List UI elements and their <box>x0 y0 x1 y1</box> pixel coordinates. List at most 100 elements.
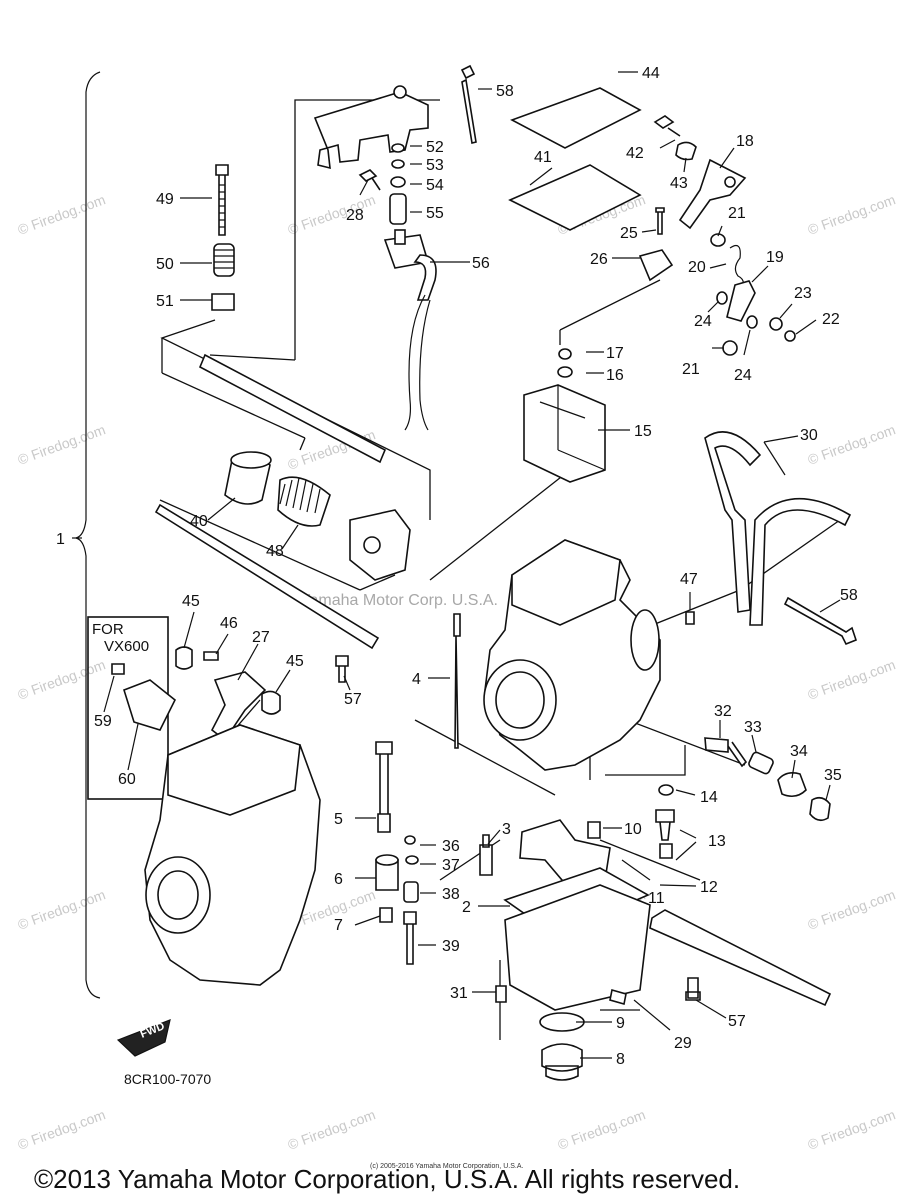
washer-43 <box>675 141 697 161</box>
carburetor-left-chamber <box>167 724 301 816</box>
callout-13: 13 <box>708 833 726 850</box>
spring-48-coils <box>279 477 321 514</box>
vent-hose-30b <box>749 497 852 626</box>
watermark: © Firedog.com <box>556 1106 648 1153</box>
spring-33 <box>748 751 774 775</box>
drain-plug-8 <box>541 1043 583 1081</box>
washer-24-a <box>716 291 728 305</box>
callout-58a: 58 <box>496 83 514 100</box>
bracket-hole <box>393 85 407 99</box>
callout-12: 12 <box>700 879 718 896</box>
watermark: © Firedog.com <box>16 191 108 238</box>
carburetor-left-intake-inner <box>157 870 199 920</box>
callout-35: 35 <box>824 767 842 784</box>
carburetor-right-outlet <box>630 609 660 671</box>
callout-39: 39 <box>442 938 460 955</box>
lever-18-hole <box>724 176 736 188</box>
watermark: © Firedog.com <box>806 656 898 703</box>
callout-30: 30 <box>800 427 818 444</box>
callout-60: 60 <box>118 771 136 788</box>
callout-56: 56 <box>472 255 490 272</box>
callout-5: 5 <box>334 811 343 828</box>
screw-29 <box>609 988 627 1006</box>
plunger-top <box>394 229 406 245</box>
watermark: © Firedog.com <box>806 886 898 933</box>
callout-44: 44 <box>642 65 660 82</box>
bracket-26 <box>638 249 674 282</box>
callout-58b: 58 <box>840 587 858 604</box>
o-ring-36 <box>404 835 416 845</box>
cable-tie-58-top <box>460 64 477 144</box>
callout-36: 36 <box>442 838 460 855</box>
screw-31 <box>495 985 507 1003</box>
callout-43: 43 <box>670 175 688 192</box>
lever-hole <box>363 536 381 554</box>
center-watermark: Yamaha Motor Corp. U.S.A. <box>300 592 498 609</box>
bushing-21-top <box>710 233 726 247</box>
carburetor-right-chamber <box>511 539 621 626</box>
vx600-note: FOR VX600 <box>92 621 149 655</box>
callout-2: 2 <box>462 899 471 916</box>
nut-17 <box>558 348 572 360</box>
screw-57-left <box>335 655 349 683</box>
callout-18: 18 <box>736 133 754 150</box>
screw-42 <box>653 115 681 137</box>
washer-52 <box>391 143 405 153</box>
callout-16: 16 <box>606 367 624 384</box>
callout-54: 54 <box>426 177 444 194</box>
float-valve-13 <box>655 809 675 859</box>
callout-57b: 57 <box>728 1013 746 1030</box>
screw-49 <box>215 164 229 236</box>
spring-50 <box>213 243 235 277</box>
callout-3: 3 <box>502 821 511 838</box>
cap-34 <box>777 772 807 798</box>
needle-4 <box>453 613 461 749</box>
callout-14: 14 <box>700 789 718 806</box>
callout-57a: 57 <box>344 691 362 708</box>
watermark: © Firedog.com <box>16 656 108 703</box>
callout-31: 31 <box>450 985 468 1002</box>
carburetor-right-intake-inner <box>495 671 545 729</box>
watermark: © Firedog.com <box>286 1106 378 1153</box>
callout-27: 27 <box>252 629 270 646</box>
callout-59: 59 <box>94 713 112 730</box>
callout-51: 51 <box>156 293 174 310</box>
screw-10 <box>587 821 601 839</box>
throttle-shaft-rod <box>198 353 387 464</box>
bracket-bar <box>649 909 832 1007</box>
callout-24a: 24 <box>694 313 712 330</box>
fwd-arrow-icon <box>116 1019 171 1057</box>
watermark: © Firedog.com <box>16 421 108 468</box>
watermark: © Firedog.com <box>16 1106 108 1153</box>
callout-32: 32 <box>714 703 732 720</box>
callout-47: 47 <box>680 571 698 588</box>
callout-45a: 45 <box>182 593 200 610</box>
spring-55-body <box>389 193 407 225</box>
callout-29: 29 <box>674 1035 692 1052</box>
callout-19: 19 <box>766 249 784 266</box>
needle-jet-5 <box>375 741 393 833</box>
callout-46: 46 <box>220 615 238 632</box>
bushing-51 <box>211 293 235 311</box>
screw-28 <box>358 169 381 191</box>
callout-23: 23 <box>794 285 812 302</box>
washer-37 <box>405 855 419 865</box>
callout-25: 25 <box>620 225 638 242</box>
vx600-note-line-1: FOR <box>92 621 124 638</box>
holder-6-top <box>375 854 399 866</box>
washer-16 <box>557 366 573 378</box>
washer-53 <box>391 159 405 169</box>
callout-10: 10 <box>624 821 642 838</box>
lever-27 <box>210 671 267 742</box>
callout-34: 34 <box>790 743 808 760</box>
diagram-code: 8CR100-7070 <box>124 1071 211 1087</box>
washer-45-b <box>261 690 281 715</box>
callout-9: 9 <box>616 1015 625 1032</box>
o-ring-14 <box>658 784 674 796</box>
cap-35 <box>809 796 831 822</box>
callout-28: 28 <box>346 207 364 224</box>
vx600-note-line-2: VX600 <box>104 638 149 655</box>
screw-25 <box>655 207 665 235</box>
washer-24-b <box>746 315 758 329</box>
top-cover-gasket-41 <box>508 164 642 231</box>
